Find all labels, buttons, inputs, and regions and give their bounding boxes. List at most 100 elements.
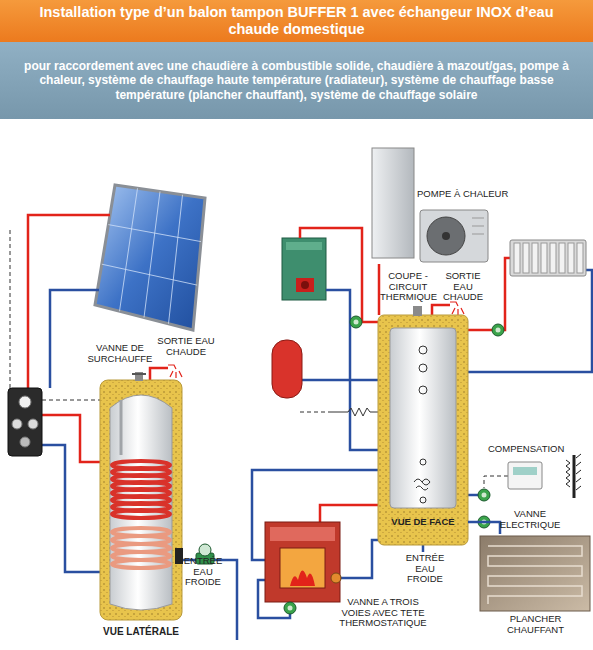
tank-box: VUE DE FACE [378,315,468,545]
solar-station [20,437,30,447]
solar-tank [112,560,170,568]
solar-tank [132,373,146,375]
heating-pipes [320,505,378,522]
solar-station [8,388,42,456]
component-label: COMPENSATION [488,443,564,454]
solid-fuel-boiler [265,522,340,602]
heat-pump [472,218,484,219]
hot-water-outlet [450,302,458,306]
tank-box: VUE LATÉRALE [100,380,182,620]
solar-tank [110,395,172,610]
subtitle-text: pour raccordement avec une chaudière à c… [0,59,593,103]
callout-label: SORTIE EAU CHAUDE [440,271,486,303]
circulation-pump [478,489,490,501]
floor-heating-photo [488,546,582,604]
radiator [510,240,586,276]
circulation-pump [288,606,293,611]
radiator [514,243,520,273]
solar-tank [100,372,183,620]
solar-panel [95,185,205,330]
solar-tank [175,548,183,564]
view-label: VUE DE FACE [378,516,468,527]
solid-fuel-boiler [270,527,335,541]
buffer-tank [413,306,422,316]
heating-pipes [468,270,592,372]
pipe-connector [378,264,381,315]
radiator [568,243,574,273]
solar-panel [120,188,138,311]
buffer-tank [414,479,430,490]
floor-heating-photo [480,536,590,611]
solar-station [12,419,22,429]
circulation-pump [284,316,504,614]
heating-pipes [340,540,378,578]
radiator [541,243,547,273]
circulation-pump [284,602,296,614]
solar-pipes [8,215,237,640]
heat-pump [420,210,488,262]
heat-pump [372,148,414,258]
component-label: POMPE À CHALEUR [417,188,508,199]
radiator [510,240,586,276]
expansion-vessel [272,340,302,398]
oil-gas-boiler [282,238,326,300]
buffer-tank [378,306,468,545]
buffer-tank [419,386,427,394]
radiator [523,243,529,273]
solid-fuel-boiler [331,573,341,583]
heating-pipes [252,228,592,618]
heat-pump-box: POMPE À CHALEUR [370,148,492,264]
solid-fuel-boiler [290,570,315,586]
solar-tank [120,400,123,455]
solar-pipes [50,290,99,388]
callout-label: COUPE -CIRCUIT THERMIQUE [380,271,436,303]
controller-box: COMPENSATION [486,443,582,495]
circulation-pump [496,328,501,333]
heating-pipes [432,305,450,315]
heating-pipes [300,228,378,322]
compensation-controller [513,467,537,475]
callout-label: VANNE ELECTRIQUE [492,509,568,530]
buffer-tank [419,346,427,354]
diagram-title: Installation type d’un balon tampon BUFF… [0,4,593,38]
buffer-tank [420,459,426,465]
circulation-pump [482,493,487,498]
oil-gas-boiler [301,281,309,289]
solar-panel [144,192,160,318]
solar-panel [102,264,197,285]
callout-label: ENTRÉE EAU FROIDE [181,556,225,588]
water-meter [199,544,211,556]
solar-station [28,419,38,429]
hot-water-outlet [452,308,464,315]
heat-pump [427,217,465,255]
heating-pipes [484,476,508,488]
callout-label: SORTIE EAU CHAUDE [156,336,216,357]
hot-water-outlet [168,365,176,369]
heating-pipes [422,545,425,552]
heat-pump [442,232,450,240]
compensation-controller [576,454,581,490]
heat-pump [472,226,484,227]
compensation-controller [566,460,570,487]
pipe-connector [468,522,500,534]
solar-tank [112,510,170,518]
expansion-vessel [272,340,302,398]
oil-gas-boiler [296,278,314,292]
heat-pump [472,234,484,235]
buffer-tank [420,497,426,503]
oil-gas-boiler [282,238,326,300]
solar-panel [108,225,201,242]
oil-gas-boiler [286,242,322,250]
component-label: PLANCHER CHAUFFANT [478,613,593,635]
callout-label: VANNE DE SURCHAUFFE [84,343,156,364]
solar-panel [169,195,183,324]
compensation-controller [508,454,581,498]
floor-heating-box: PLANCHER CHAUFFANT [478,534,593,640]
hot-water-outlet [170,371,182,378]
solar-station [8,388,42,456]
buffer-tank [390,328,456,508]
solar-panel [95,185,205,330]
heating-pipes [330,408,378,416]
callout-label: ENTRÉE EAU FROIDE [403,553,447,585]
